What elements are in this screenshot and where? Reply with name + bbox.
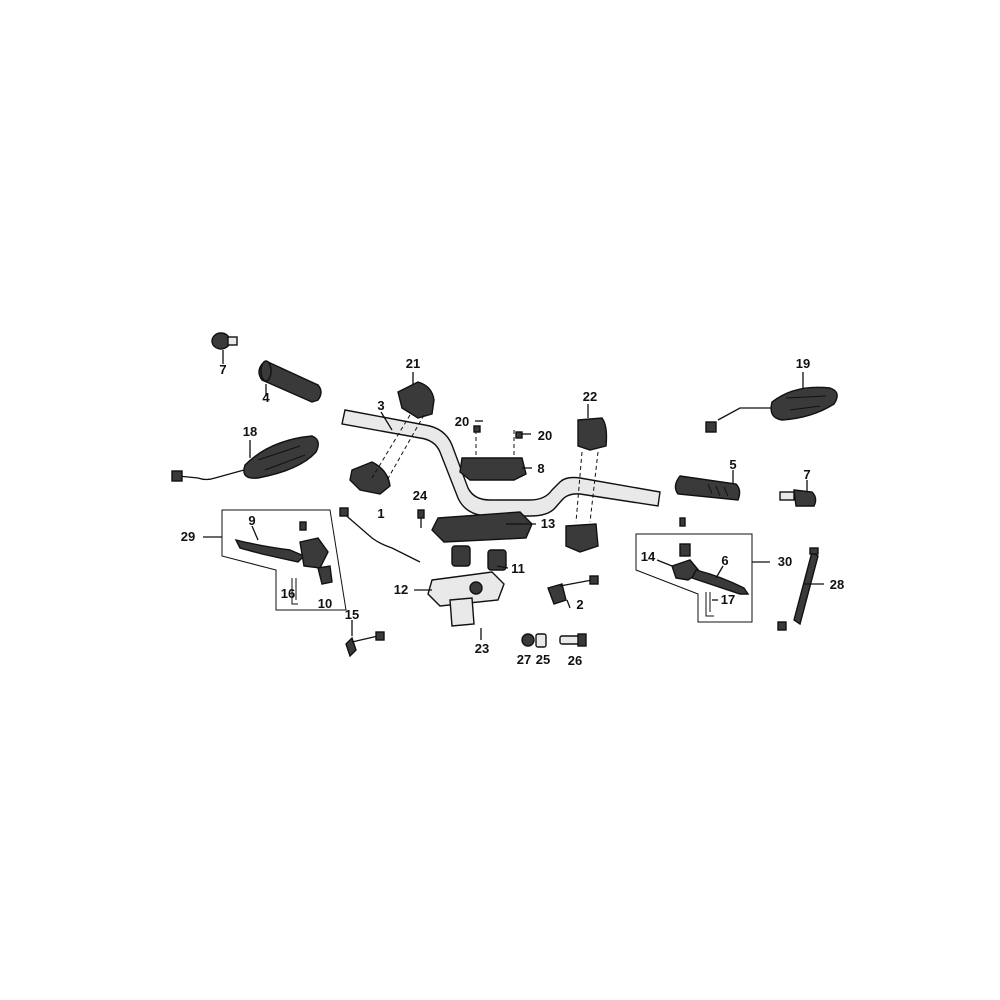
callout-19: 19 bbox=[796, 356, 810, 371]
callout-5: 5 bbox=[729, 457, 736, 472]
callout-9: 9 bbox=[248, 513, 255, 528]
switch-housing-left bbox=[349, 381, 435, 495]
small-parts bbox=[521, 633, 587, 648]
bolt-24 bbox=[417, 509, 425, 528]
callout-20-right: 20 bbox=[538, 428, 552, 443]
switch-2 bbox=[547, 575, 599, 605]
callout-27: 27 bbox=[517, 652, 531, 667]
grip-right bbox=[674, 475, 741, 501]
callout-7-left: 7 bbox=[219, 362, 226, 377]
callout-8: 8 bbox=[537, 461, 544, 476]
lower-holder bbox=[431, 511, 533, 543]
callout-21: 21 bbox=[406, 356, 420, 371]
callout-17: 17 bbox=[721, 592, 735, 607]
bar-end-right bbox=[779, 489, 817, 507]
leader-lines bbox=[203, 350, 824, 640]
grip-left bbox=[258, 360, 322, 403]
callout-12: 12 bbox=[394, 582, 408, 597]
callout-14: 14 bbox=[641, 549, 656, 564]
brake-switch bbox=[777, 547, 819, 631]
callout-20-left: 20 bbox=[455, 414, 469, 429]
callout-18: 18 bbox=[243, 424, 257, 439]
callout-6: 6 bbox=[721, 553, 728, 568]
callout-24: 24 bbox=[413, 488, 428, 503]
handlebar bbox=[341, 409, 661, 517]
callout-26: 26 bbox=[568, 653, 582, 668]
clutch-cable bbox=[345, 631, 385, 658]
callout-4: 4 bbox=[262, 390, 270, 405]
mirror-right bbox=[705, 386, 838, 433]
callout-1: 1 bbox=[377, 506, 384, 521]
callout-28: 28 bbox=[830, 577, 844, 592]
callout-10: 10 bbox=[318, 596, 332, 611]
callout-29: 29 bbox=[181, 529, 195, 544]
callout-3: 3 bbox=[377, 398, 384, 413]
callout-11: 11 bbox=[511, 561, 525, 576]
mirror-left bbox=[171, 435, 319, 482]
throttle-cable bbox=[339, 507, 421, 563]
switch-housing-right bbox=[565, 417, 608, 553]
callout-15: 15 bbox=[345, 607, 359, 622]
callout-13: 13 bbox=[541, 516, 555, 531]
callout-7-right: 7 bbox=[803, 467, 810, 482]
callout-16: 16 bbox=[281, 586, 295, 601]
callout-22: 22 bbox=[583, 389, 597, 404]
bar-end-left bbox=[211, 332, 238, 350]
steering-bracket bbox=[427, 571, 505, 627]
brake-lever-assembly bbox=[635, 517, 753, 623]
callout-2: 2 bbox=[576, 597, 583, 612]
clutch-lever-assembly bbox=[221, 509, 347, 611]
upper-holder bbox=[459, 425, 527, 481]
callout-30: 30 bbox=[778, 554, 792, 569]
callout-23: 23 bbox=[475, 641, 489, 656]
rubber-dampers bbox=[451, 545, 507, 571]
callout-25: 25 bbox=[536, 652, 550, 667]
callout-labels: 1 2 3 4 5 6 7 7 8 9 10 11 12 13 14 15 16… bbox=[181, 356, 844, 668]
